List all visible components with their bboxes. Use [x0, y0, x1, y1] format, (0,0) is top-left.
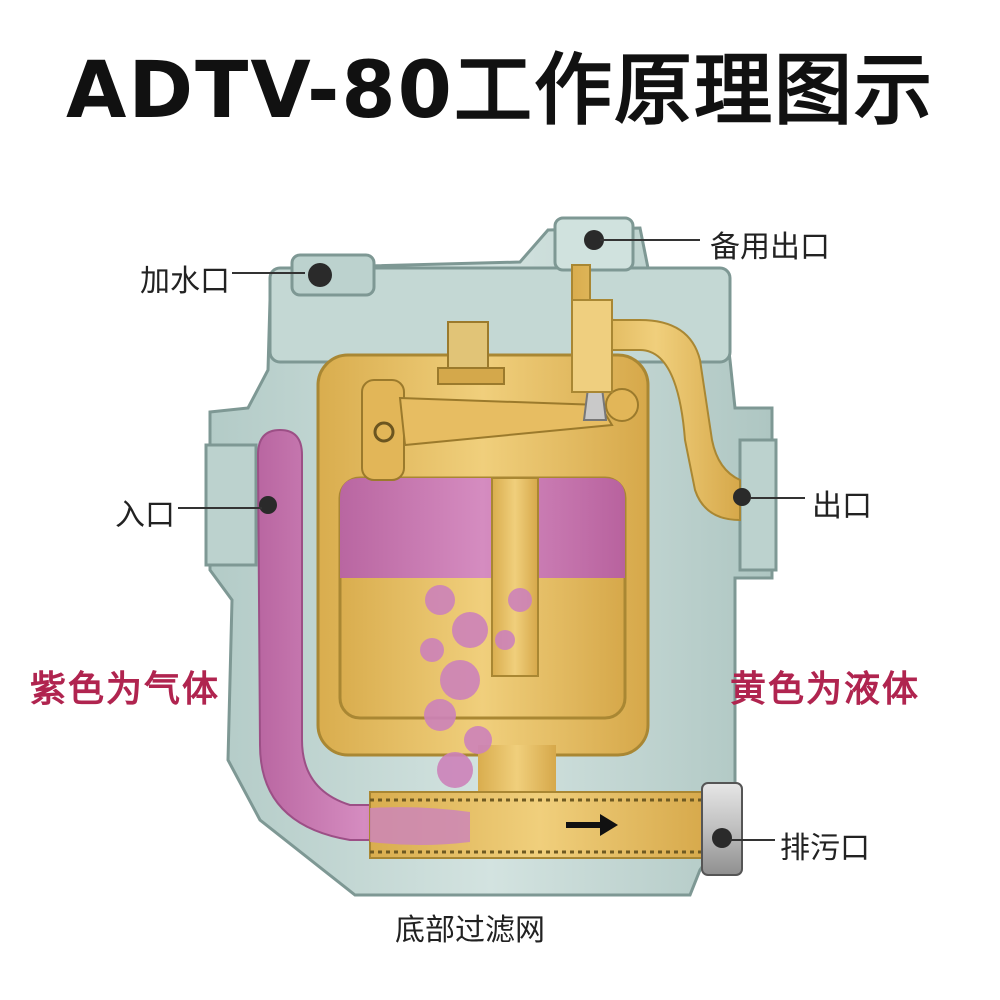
leader-lines — [178, 239, 805, 841]
inlet-gas-pipe — [256, 428, 532, 841]
backup-outlet-label: 备用出口 — [710, 230, 830, 265]
fill-port-label: 加水口 — [140, 264, 230, 299]
bottom-filter — [369, 791, 711, 859]
diagram-title: ADTV-80工作原理图示 — [66, 46, 934, 136]
drain-label: 排污口 — [780, 831, 870, 866]
liquid-legend: 黄色为液体 — [730, 669, 921, 710]
filter-label: 底部过滤网 — [395, 913, 545, 948]
inverted-bucket — [338, 476, 627, 720]
outlet-pipe — [571, 264, 751, 522]
outlet-label: 出口 — [812, 489, 872, 524]
inlet-label: 入口 — [115, 498, 175, 533]
drain-plug — [701, 782, 743, 876]
gas-legend: 紫色为气体 — [30, 669, 221, 710]
lever-mechanism — [361, 321, 639, 481]
